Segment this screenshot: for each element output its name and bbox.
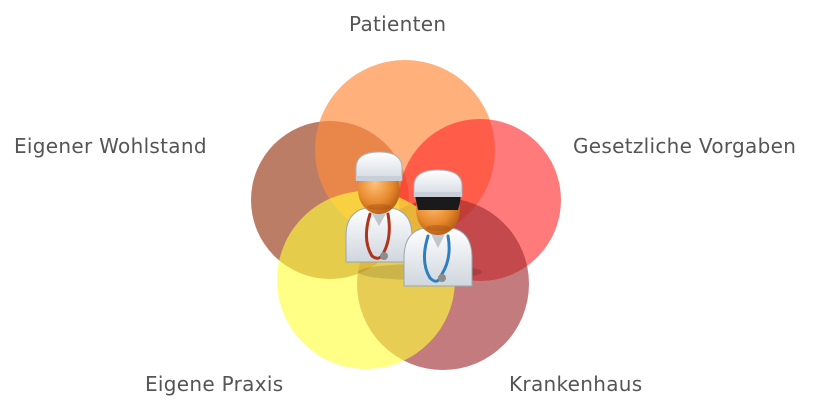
- petal-label-bottom-right: Krankenhaus: [509, 372, 643, 396]
- doctor-back-figure: [345, 151, 413, 263]
- petal-label-top: Patienten: [349, 12, 447, 36]
- petal-label-bottom-left: Eigene Praxis: [145, 372, 284, 396]
- doctor-front-figure: [403, 169, 473, 287]
- doctors-icon: [345, 151, 482, 287]
- petal-label-left: Eigener Wohlstand: [14, 134, 207, 158]
- petal-label-right: Gesetzliche Vorgaben: [573, 134, 797, 158]
